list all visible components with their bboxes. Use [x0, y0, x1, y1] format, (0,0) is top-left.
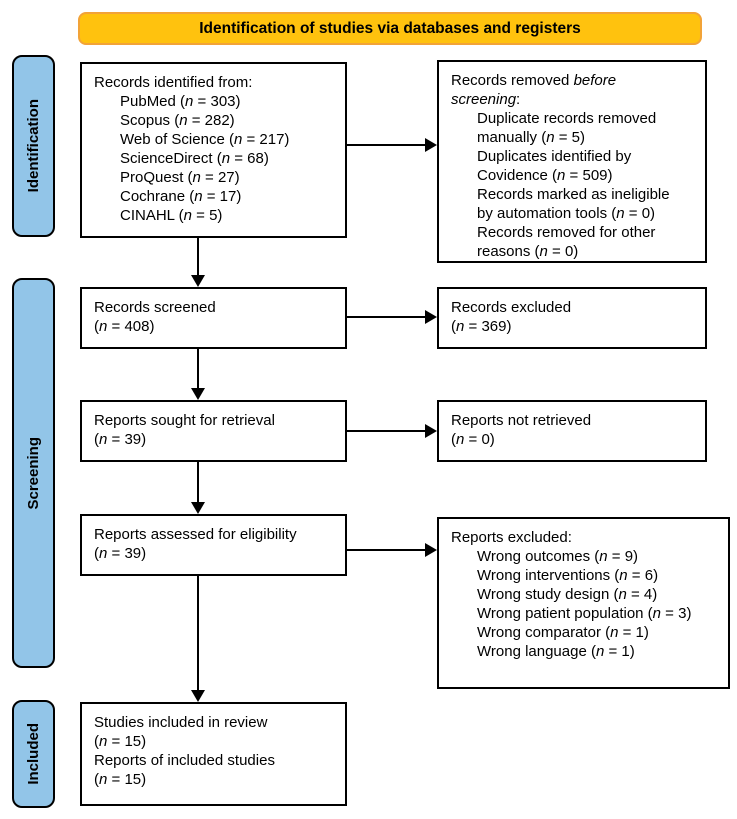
- box-text-line: (n = 369): [451, 318, 512, 335]
- arrow-right-icon-assessed-to-excluded: [347, 543, 437, 557]
- arrow-right-icon-screened-to-excluded: [347, 310, 437, 324]
- box-records-identified: Records identified from: PubMed (n = 303)…: [80, 62, 347, 238]
- box-text-line: Reports of included studies: [94, 752, 275, 769]
- box-text-line: manually (n = 5): [477, 129, 585, 146]
- stage-label-text: Included: [25, 723, 42, 785]
- arrow-right-icon-sought-to-not-retrieved: [347, 424, 437, 438]
- box-text-line: Wrong comparator (n = 1): [477, 624, 649, 641]
- box-records-screened: Records screened (n = 408): [80, 287, 347, 349]
- box-text-line: Wrong language (n = 1): [477, 643, 635, 660]
- stage-label-text: Identification: [25, 99, 42, 193]
- box-text-line: Records marked as ineligible: [477, 186, 670, 203]
- box-text-line: Studies included in review: [94, 714, 268, 731]
- box-reports-assessed: Reports assessed for eligibility (n = 39): [80, 514, 347, 576]
- box-text-line: ProQuest (n = 27): [120, 169, 240, 186]
- box-text-line: Records screened: [94, 299, 216, 316]
- box-text-line: ScienceDirect (n = 68): [120, 150, 269, 167]
- box-reports-sought: Reports sought for retrieval (n = 39): [80, 400, 347, 462]
- banner-title: Identification of studies via databases …: [78, 12, 702, 45]
- stage-label-included: Included: [12, 700, 55, 808]
- box-text-line: (n = 15): [94, 771, 147, 788]
- box-text-line: Duplicates identified by: [477, 148, 632, 165]
- box-text-line: Scopus (n = 282): [120, 112, 235, 129]
- box-text-line: Wrong patient population (n = 3): [477, 605, 692, 622]
- arrow-down-icon-identified-to-screened: [191, 238, 205, 287]
- box-text-line: Wrong interventions (n = 6): [477, 567, 659, 584]
- box-text-line: PubMed (n = 303): [120, 93, 241, 110]
- box-text-line: (n = 39): [94, 545, 147, 562]
- box-reports-excluded: Reports excluded: Wrong outcomes (n = 9) W…: [437, 517, 730, 689]
- arrow-down-icon-screened-to-sought: [191, 349, 205, 400]
- box-text-line: Cochrane (n = 17): [120, 188, 242, 205]
- box-text-line: screening:: [451, 91, 521, 108]
- stage-label-identification: Identification: [12, 55, 55, 237]
- box-records-excluded: Records excluded (n = 369): [437, 287, 707, 349]
- box-records-removed: Records removed before screening: Duplicat…: [437, 60, 707, 263]
- box-text-line: Reports sought for retrieval: [94, 412, 275, 429]
- box-text-line: (n = 0): [451, 431, 495, 448]
- box-text-line: reasons (n = 0): [477, 243, 579, 260]
- box-text-line: (n = 408): [94, 318, 155, 335]
- arrow-right-icon-identified-to-removed: [347, 138, 437, 152]
- stage-label-screening: Screening: [12, 278, 55, 668]
- box-studies-included: Studies included in review (n = 15) Report…: [80, 702, 347, 806]
- box-text-line: (n = 39): [94, 431, 147, 448]
- box-text-line: Wrong outcomes (n = 9): [477, 548, 639, 565]
- box-reports-not-retrieved: Reports not retrieved (n = 0): [437, 400, 707, 462]
- box-text-line: Wrong study design (n = 4): [477, 586, 658, 603]
- box-text-line: Covidence (n = 509): [477, 167, 613, 184]
- box-text-line: Records excluded: [451, 299, 572, 316]
- box-text-line: by automation tools (n = 0): [477, 205, 656, 222]
- box-text-line: Duplicate records removed: [477, 110, 657, 127]
- stage-label-text: Screening: [25, 436, 42, 510]
- box-text-line: (n = 15): [94, 733, 147, 750]
- box-text-line: Reports assessed for eligibility: [94, 526, 297, 543]
- box-text-line: Records removed before: [451, 72, 617, 89]
- box-text-line: Web of Science (n = 217): [120, 131, 290, 148]
- box-text-line: Reports excluded:: [451, 529, 572, 546]
- arrow-down-icon-sought-to-assessed: [191, 462, 205, 514]
- arrow-down-icon-assessed-to-included: [191, 576, 205, 702]
- box-text-line: Records identified from:: [94, 74, 253, 91]
- box-text-line: CINAHL (n = 5): [120, 207, 223, 224]
- box-text-line: Records removed for other: [477, 224, 656, 241]
- box-text-line: Reports not retrieved: [451, 412, 592, 429]
